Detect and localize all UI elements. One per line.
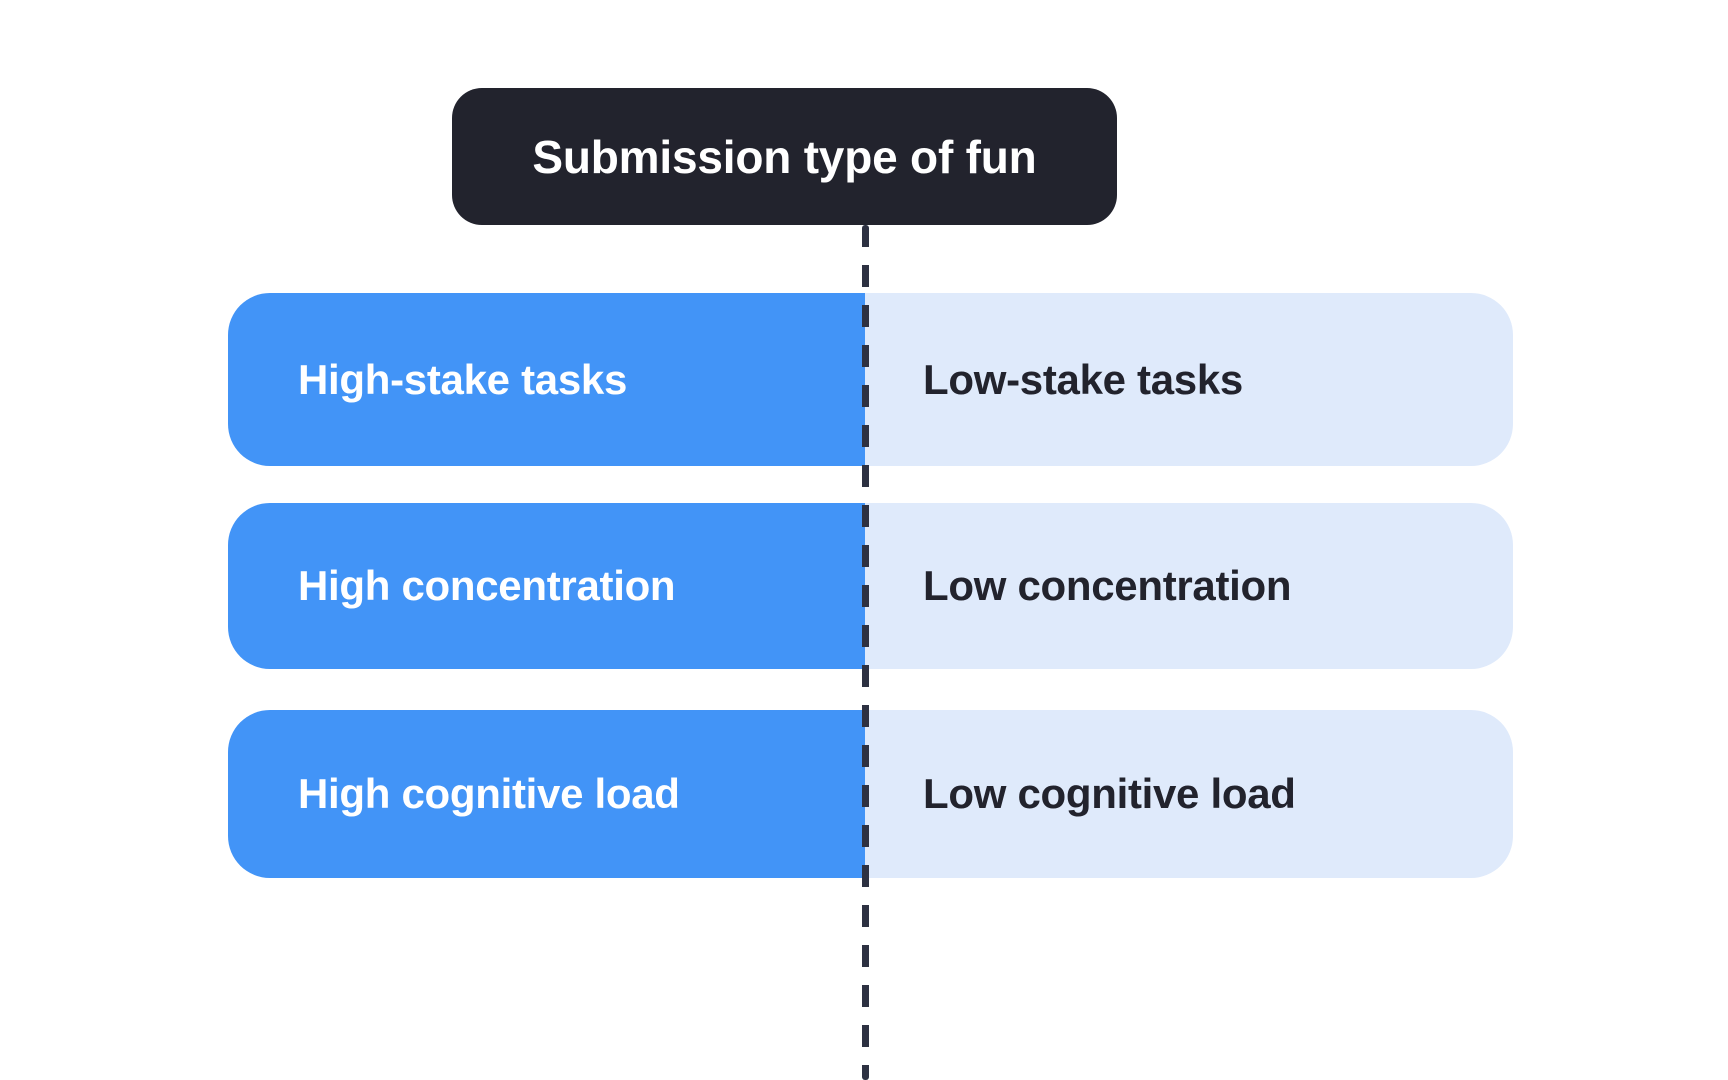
comparison-row-right-label: Low-stake tasks bbox=[923, 355, 1243, 403]
column-divider bbox=[862, 225, 869, 1080]
comparison-row-right-cell: Low cognitive load bbox=[865, 710, 1513, 878]
comparison-row-right-cell: Low-stake tasks bbox=[865, 293, 1513, 466]
comparison-row-right-label: Low cognitive load bbox=[923, 770, 1296, 817]
comparison-row-left-label: High-stake tasks bbox=[298, 355, 628, 403]
comparison-row-left-cell: High concentration bbox=[228, 503, 865, 669]
comparison-row: High concentration Low concentration bbox=[228, 503, 1513, 669]
comparison-row: High cognitive load Low cognitive load bbox=[228, 710, 1513, 878]
diagram-title-pill: Submission type of fun bbox=[452, 88, 1117, 225]
comparison-row-left-cell: High cognitive load bbox=[228, 710, 865, 878]
comparison-row-right-label: Low concentration bbox=[923, 562, 1292, 609]
comparison-row-left-label: High cognitive load bbox=[298, 770, 680, 817]
page-title: Submission type of fun bbox=[532, 130, 1037, 183]
comparison-row: High-stake tasks Low-stake tasks bbox=[228, 293, 1513, 466]
comparison-row-left-label: High concentration bbox=[298, 562, 676, 609]
comparison-row-left-cell: High-stake tasks bbox=[228, 293, 865, 466]
dashed-line-icon bbox=[862, 225, 869, 1080]
comparison-row-right-cell: Low concentration bbox=[865, 503, 1513, 669]
